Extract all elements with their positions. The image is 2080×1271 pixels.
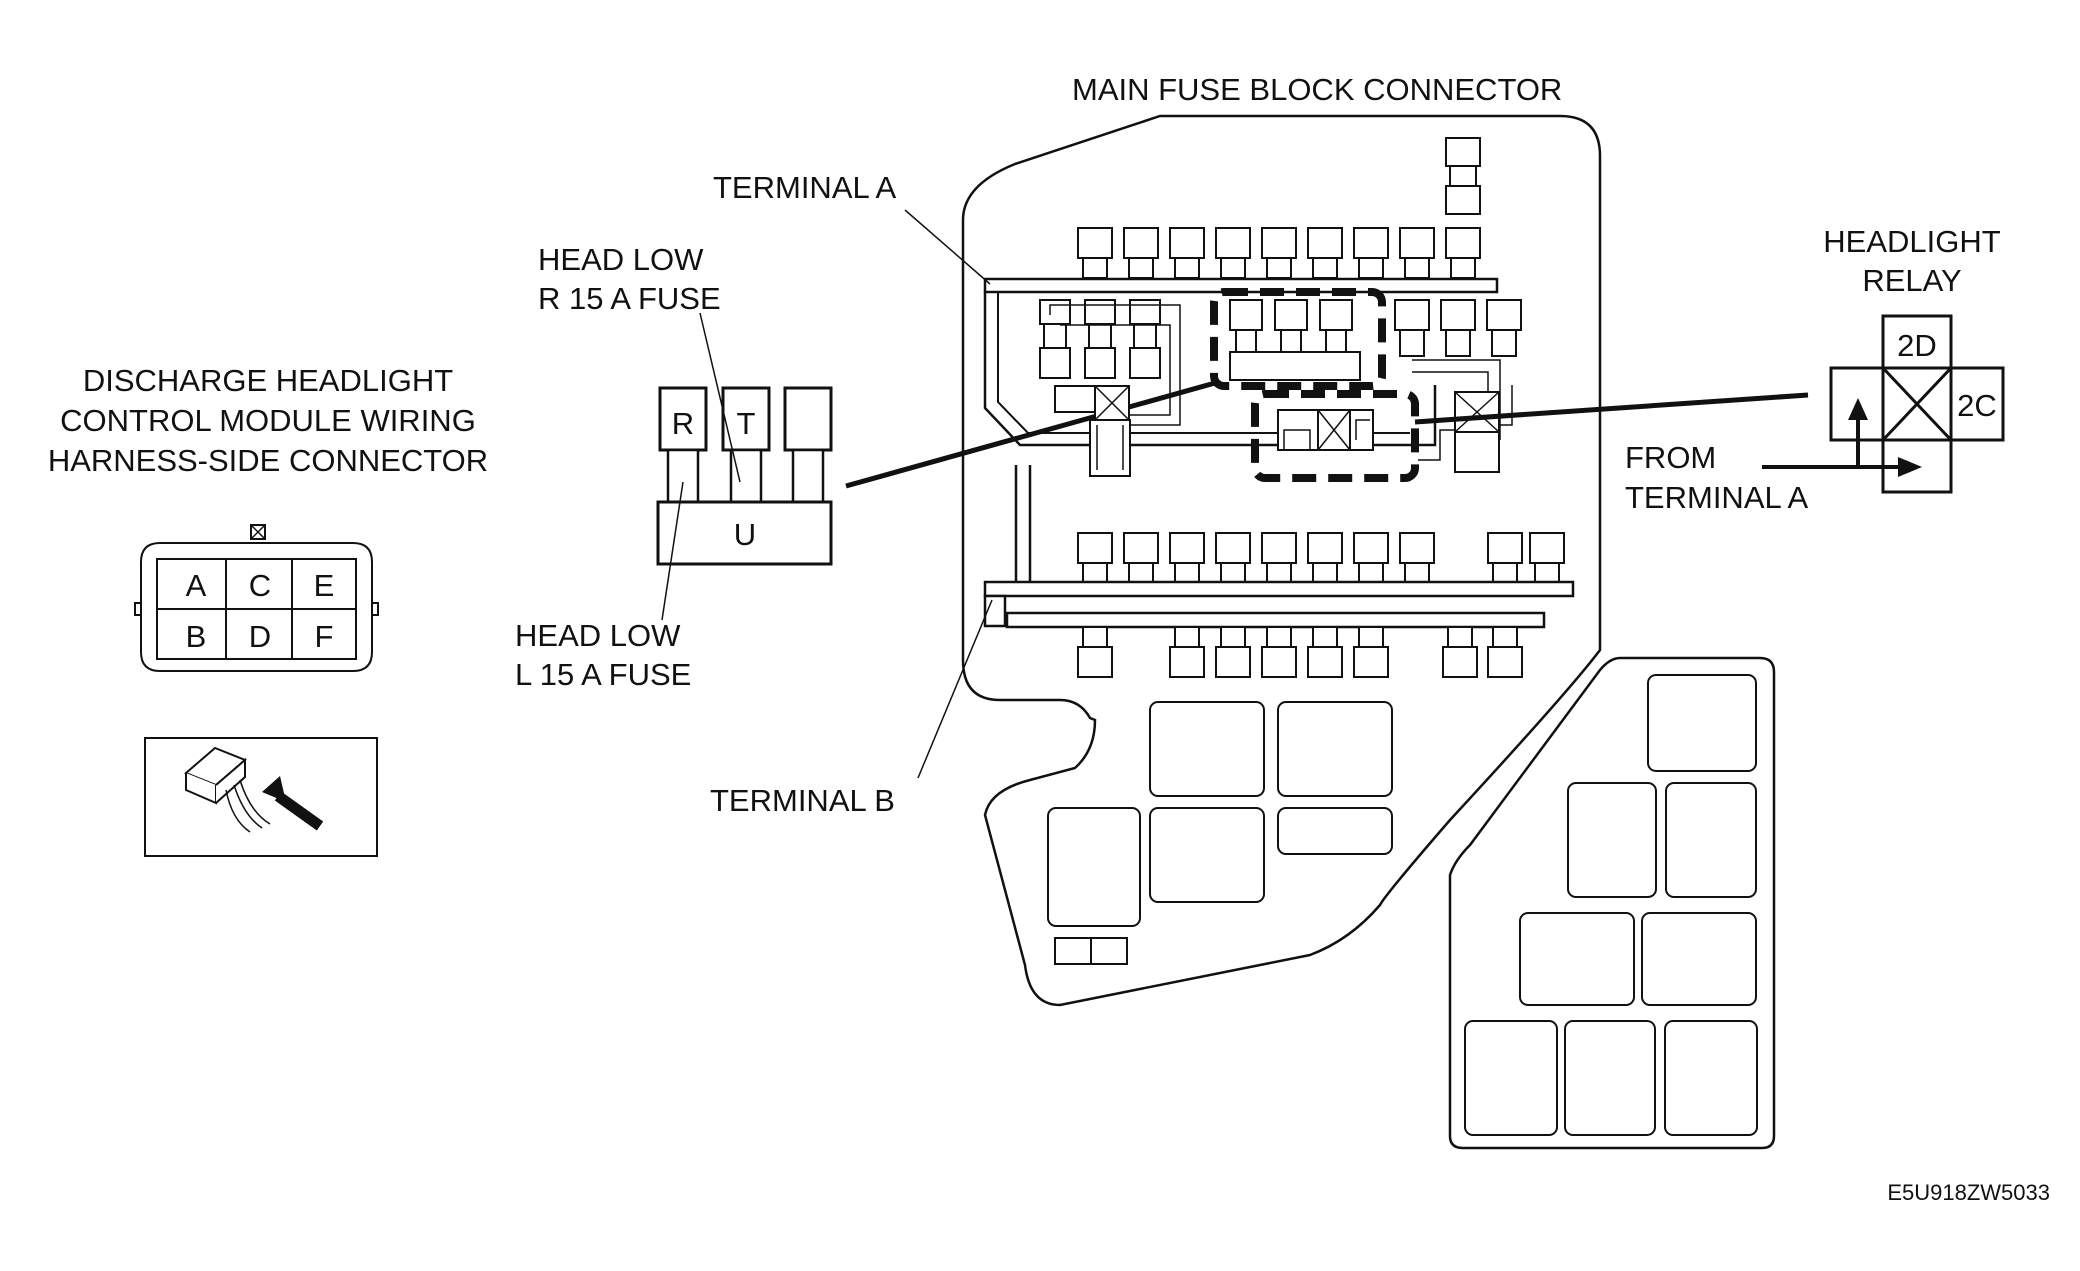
relay-pin-2c: 2C [1957, 388, 1997, 423]
relay-label-line2: RELAY [1862, 263, 1961, 298]
from-label-line2: TERMINAL A [1625, 480, 1808, 515]
pin-c: C [249, 568, 271, 603]
relay-label-line1: HEADLIGHT [1823, 224, 2000, 259]
from-label-line1: FROM [1625, 440, 1716, 475]
pin-a: A [186, 568, 207, 603]
terminal-a-label: TERMINAL A [713, 170, 896, 205]
terminal-b-label: TERMINAL B [710, 783, 895, 818]
fuse-pin-u: U [734, 517, 756, 552]
module-connector: A C E B D F [134, 524, 379, 672]
leader-head-low-r [699, 312, 741, 483]
head-low-r-label-line2: R 15 A FUSE [538, 281, 721, 316]
headlight-relay-symbol: 2D 2C [1762, 314, 2005, 494]
fuse-pin-t: T [737, 406, 756, 441]
pin-b: B [186, 619, 207, 654]
pin-f: F [315, 619, 334, 654]
arrow-icon [262, 776, 324, 831]
figure-code: E5U918ZW5033 [1887, 1180, 2050, 1205]
leader-terminal-a [904, 209, 991, 285]
relay-box [1448, 656, 1776, 1150]
leader-head-low-l [661, 481, 684, 621]
module-label-line3: HARNESS-SIDE CONNECTOR [48, 443, 488, 478]
main-fuse-block [961, 114, 1809, 1007]
module-label-line2: CONTROL MODULE WIRING [60, 403, 476, 438]
lock-icon [250, 524, 266, 540]
head-low-l-label-line1: HEAD LOW [515, 618, 681, 653]
head-low-fuse-closeup: R T U [656, 386, 833, 566]
connector-view-icon [144, 737, 378, 857]
leader-terminal-b [917, 599, 993, 779]
relay-pin-2d: 2D [1897, 328, 1937, 363]
callout-line-fuse [845, 380, 1216, 489]
fuse-pin-r: R [672, 406, 694, 441]
module-label-line1: DISCHARGE HEADLIGHT [83, 363, 453, 398]
pin-d: D [249, 619, 271, 654]
head-low-l-label-line2: L 15 A FUSE [515, 657, 691, 692]
pin-e: E [314, 568, 335, 603]
main-fuse-block-label: MAIN FUSE BLOCK CONNECTOR [1072, 72, 1562, 107]
head-low-r-label-line1: HEAD LOW [538, 242, 704, 277]
